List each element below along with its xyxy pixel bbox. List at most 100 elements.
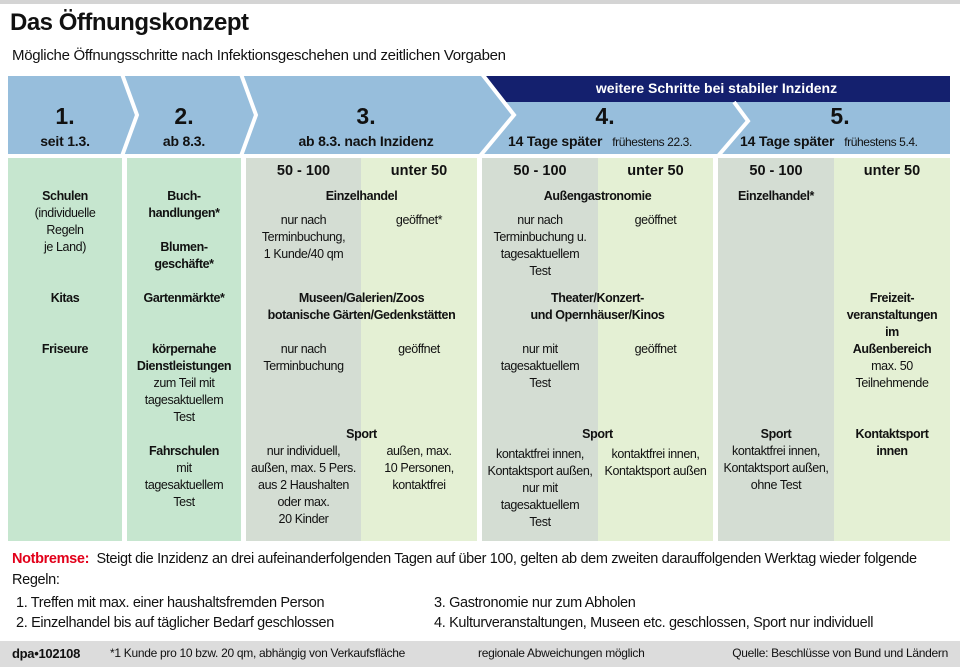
- notbremse-label: Notbremse:: [12, 551, 90, 567]
- notbremse-rule: 3. Gastronomie nur zum Abholen: [434, 595, 636, 611]
- item-einzelhandel: Einzelhandel*: [718, 188, 834, 205]
- notbremse-rule: 4. Kulturveranstaltungen, Museen etc. ge…: [434, 615, 874, 631]
- item-sport: Sport: [246, 426, 477, 443]
- notbremse-rule: 2. Einzelhandel bis auf täglicher Bedarf…: [16, 615, 334, 631]
- regional-note: regionale Abweichungen möglich: [478, 646, 645, 660]
- band-label-under-50: unter 50: [627, 163, 684, 179]
- stable-incidence-banner: [483, 76, 950, 102]
- step-4-earliest: frühestens 22.3.: [612, 135, 692, 149]
- item-title: Museen/Galerien/Zoos botanische Gärten/G…: [267, 291, 456, 322]
- step-2-number: 2.: [174, 103, 194, 129]
- item-title: Friseure: [41, 342, 89, 356]
- rule-50-100: nur nach Terminbuchung: [263, 342, 344, 373]
- item-title: Kontaktsport innen: [855, 427, 929, 458]
- item-aussengastronomie: Außengastronomie: [482, 188, 713, 205]
- rule-under-50: geöffnet: [634, 342, 677, 356]
- dpa-id: dpa•102108: [12, 646, 81, 661]
- step-4-band-under-50: [598, 158, 713, 541]
- rule-under-50: geöffnet: [398, 342, 440, 356]
- item-title: Blumen- geschäfte*: [154, 240, 214, 271]
- item-sport: Sport: [482, 426, 713, 443]
- step-4-band-50-100: [482, 158, 598, 541]
- item-title: Einzelhandel: [325, 189, 398, 203]
- chevron-separator: [716, 100, 751, 158]
- item-theater: Theater/Konzert- und Opernhäuser/Kinos: [482, 290, 713, 324]
- rule-50-100: nur nach Terminbuchung u. tagesaktuellem…: [493, 213, 587, 278]
- rule-50-100: nur individuell, außen, max. 5 Pers. aus…: [251, 444, 356, 526]
- band-label-under-50: unter 50: [390, 163, 448, 179]
- item-note: (individuelle Regeln je Land): [34, 206, 96, 254]
- footnote: *1 Kunde pro 10 bzw. 20 qm, abhängig von…: [110, 646, 406, 660]
- source: Quelle: Beschlüsse von Bund und Ländern: [732, 646, 948, 660]
- item-schulen: Schulen (individuelle Regeln je Land): [8, 188, 122, 256]
- chevron-separator: [239, 73, 259, 157]
- item-note: kontaktfrei innen, Kontaktsport außen, o…: [723, 444, 829, 492]
- steps-arrow-header: [8, 72, 950, 158]
- step-2-date: ab 8.3.: [162, 133, 206, 149]
- rule-50-100: nur mit tagesaktuellem Test: [500, 342, 580, 390]
- item-title: Buch- handlungen*: [148, 189, 220, 220]
- item-buchhandlungen: Buch- handlungen*: [127, 188, 241, 222]
- band-label-under-50: unter 50: [863, 163, 921, 179]
- step-3-band-under-50: [361, 158, 477, 541]
- item-freizeitveranstaltungen: Freizeit- veranstaltungen im Außenbereic…: [834, 290, 950, 392]
- item-title: Sport: [582, 427, 613, 441]
- step-5-earliest: frühestens 5.4.: [844, 135, 918, 149]
- step-1-number: 1.: [55, 103, 75, 129]
- item-einzelhandel: Einzelhandel: [246, 188, 477, 205]
- item-title: Fahrschulen: [149, 444, 219, 458]
- rule-under-50: geöffnet: [634, 213, 677, 227]
- item-title: Schulen: [42, 189, 88, 203]
- chevron-separator: [478, 72, 517, 158]
- step-3-number: 3.: [356, 103, 376, 129]
- step-3-date: ab 8.3. nach Inzidenz: [298, 133, 434, 149]
- item-note: zum Teil mit tagesaktuellem Test: [144, 376, 224, 424]
- item-note: max. 50 Teilnehmende: [855, 359, 929, 390]
- step-5-band-50-100: [718, 158, 834, 541]
- item-title: Gartenmärkte*: [143, 291, 225, 305]
- rule-under-50: außen, max. 10 Personen, kontaktfrei: [384, 444, 454, 492]
- banner-text: weitere Schritte bei stabiler Inzidenz: [595, 80, 838, 96]
- step-5-band-under-50: [834, 158, 950, 541]
- step-5-date: 14 Tage später frühestens 5.4.: [740, 133, 918, 149]
- item-title: Einzelhandel*: [737, 189, 815, 203]
- step-1-column: [8, 158, 122, 541]
- band-label-50-100: 50 - 100: [749, 163, 803, 179]
- rule-50-100: nur nach Terminbuchung, 1 Kunde/40 qm: [261, 213, 346, 261]
- band-label-50-100: 50 - 100: [276, 163, 331, 179]
- step-1-date: seit 1.3.: [40, 133, 90, 149]
- chevron-separator: [120, 73, 140, 157]
- item-blumengeschaefte: Blumen- geschäfte*: [127, 239, 241, 273]
- step-3-band-50-100: [246, 158, 361, 541]
- item-title: körpernahe Dienstleistungen: [136, 342, 232, 373]
- rule-under-50: geöffnet*: [395, 213, 443, 227]
- rule-50-100: kontaktfrei innen, Kontaktsport außen, n…: [487, 447, 593, 529]
- item-museen: Museen/Galerien/Zoos botanische Gärten/G…: [246, 290, 477, 324]
- item-title: Sport: [760, 427, 792, 441]
- notbremse-description: Steigt die Inzidenz an drei aufeinanderf…: [12, 551, 917, 588]
- band-label-50-100: 50 - 100: [513, 163, 567, 179]
- item-title: Theater/Konzert- und Opernhäuser/Kinos: [530, 291, 665, 322]
- footer: dpa•102108 *1 Kunde pro 10 bzw. 20 qm, a…: [0, 641, 960, 667]
- item-note: mit tagesaktuellem Test: [144, 461, 224, 509]
- rule-under-50: kontaktfrei innen, Kontaktsport außen: [604, 447, 707, 478]
- item-title: Freizeit- veranstaltungen im Außenbereic…: [846, 291, 938, 356]
- step-2-column: [127, 158, 241, 541]
- item-title: Sport: [346, 427, 377, 441]
- item-friseure: Friseure: [8, 341, 122, 358]
- item-fahrschulen: Fahrschulen mit tagesaktuellem Test: [127, 443, 241, 511]
- step-4-date-text: 14 Tage später: [508, 133, 603, 149]
- step-4-date: 14 Tage später frühestens 22.3.: [508, 133, 692, 149]
- item-title: Außengastronomie: [543, 189, 652, 203]
- page-title: Das Öffnungskonzept: [10, 9, 249, 36]
- step-5-date-text: 14 Tage später: [740, 133, 835, 149]
- page-subtitle: Mögliche Öffnungsschritte nach Infektion…: [12, 47, 506, 64]
- step-5-number: 5.: [830, 103, 850, 129]
- item-kontaktsport: Kontaktsport innen: [834, 426, 950, 460]
- top-rule: [0, 0, 960, 4]
- notbremse-rule: 1. Treffen mit max. einer haushaltsfremd…: [16, 595, 325, 611]
- item-gartenmaerkte: Gartenmärkte*: [127, 290, 241, 307]
- item-sport: Sport kontaktfrei innen, Kontaktsport auß…: [718, 426, 834, 494]
